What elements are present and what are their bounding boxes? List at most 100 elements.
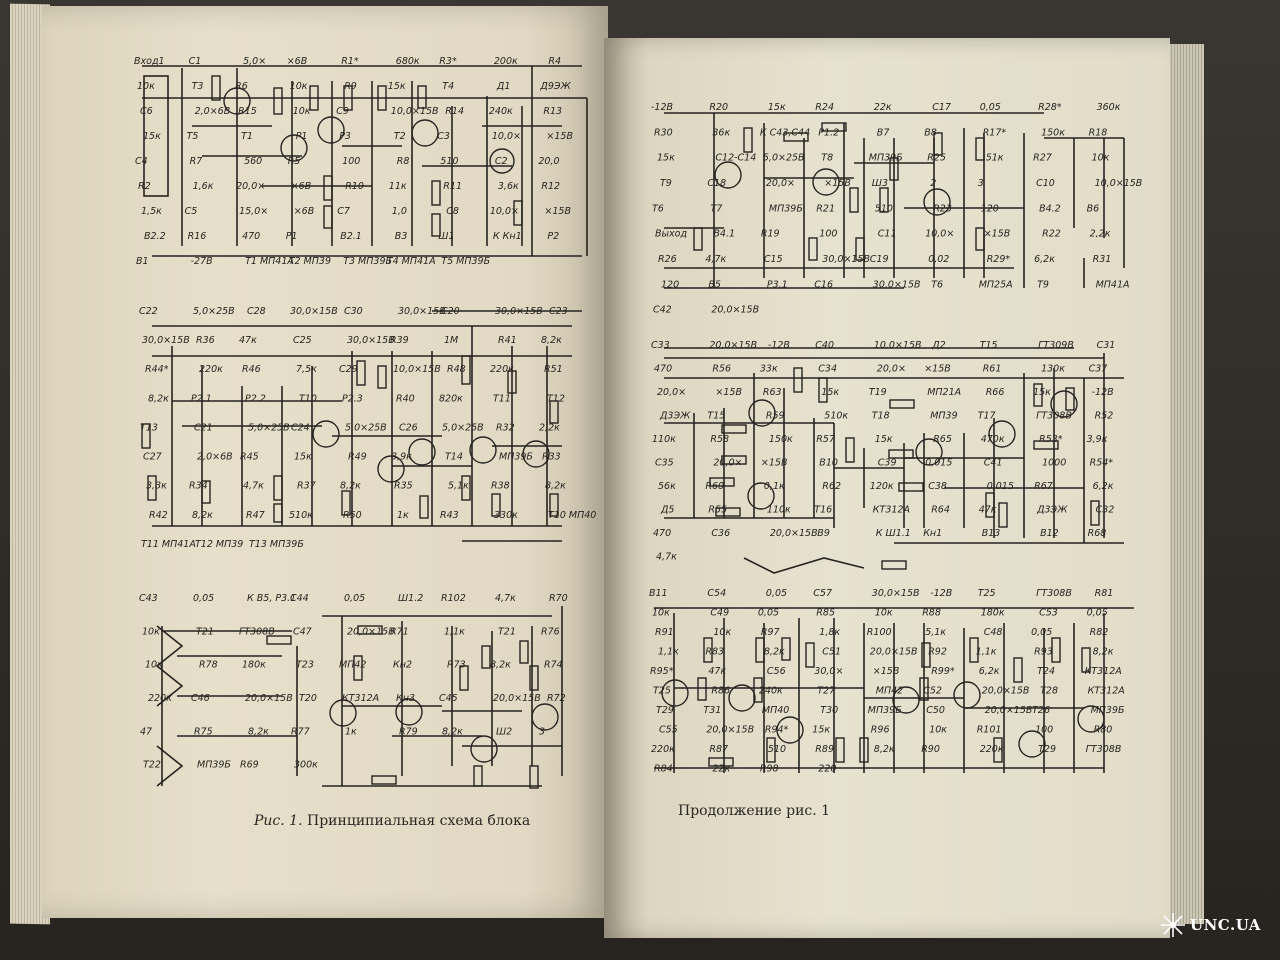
left-block2-label: 1к (397, 510, 409, 521)
right-block2-label: -12В (768, 340, 790, 351)
left-block3-label: R69 (240, 760, 259, 771)
left-block3-label: 20,0×15В (245, 693, 293, 704)
left-block3-label: 47 (140, 726, 152, 737)
left-block2-label: Т10 МП40 (548, 510, 596, 521)
left-block1-label: ×15В (544, 206, 571, 217)
left-block3-label: Т20 (299, 693, 317, 704)
left-block3-label: R72 (547, 693, 566, 704)
left-block1-label: 10,0× (490, 206, 519, 217)
left-block2-label: С26 (399, 422, 418, 433)
left-block2-label: R44* (145, 364, 169, 375)
left-block2-label: R45 (240, 452, 259, 463)
right-block3-label: Т27 (817, 686, 835, 697)
right-block1-label: С10 (1036, 178, 1055, 189)
right-block3-label: 20,0×15В (985, 705, 1033, 716)
left-block2-label: 5,0×25В (248, 422, 290, 433)
left-block1-label: 10к (293, 106, 311, 117)
right-block1-label: Т9 (1037, 279, 1049, 290)
right-block3-label: 180к (981, 608, 1005, 619)
left-block1-label: 10к (290, 81, 308, 92)
right-block3-label: R96 (871, 725, 890, 736)
left-block1-label: R13 (543, 106, 562, 117)
left-block2-label: 30,0×15В (495, 306, 543, 317)
right-block1-label: Т8 (821, 153, 833, 164)
left-block1-label: С3 (437, 131, 450, 142)
right-block3-label: С57 (813, 588, 832, 599)
right-block3-label: 8,2к (874, 744, 895, 755)
left-block3-label: Т21 (196, 626, 214, 637)
left-block3-label: 10к (145, 660, 163, 671)
right-block2-label: С32 (1096, 505, 1115, 516)
left-block1-label: R14 (445, 106, 464, 117)
right-block3-label: 10к (875, 608, 893, 619)
right-block2-label: Т18 (872, 411, 890, 422)
right-block3-label: R101 (977, 725, 1002, 736)
right-block3-label: С53 (1039, 608, 1058, 619)
right-block1-label: 5,0×25В (763, 153, 805, 164)
right-block1-label: 0,05 (980, 102, 1001, 113)
left-block2-label: С21 (194, 422, 213, 433)
left-block1-label: R11 (443, 181, 462, 192)
right-block2-label: 130к (1041, 364, 1065, 375)
left-block2-label: 8,2к (148, 393, 169, 404)
right-block1-label: 22к (874, 102, 892, 113)
right-block1-label: R30 (654, 127, 673, 138)
right-block3-label: Т25 (978, 588, 996, 599)
left-block2-label: R49 (348, 452, 367, 463)
watermark-text: UNC.UA (1190, 916, 1261, 934)
right-block3-label: С54 (707, 588, 726, 599)
right-block1-label: 10,0× (925, 229, 954, 240)
left-block1-label: Т3 (192, 81, 204, 92)
left-block1-label: R16 (188, 231, 207, 242)
left-block3-label: R79 (399, 726, 418, 737)
right-block2-label: ГТ309В (1038, 340, 1074, 351)
right-block2-label: МП39 (930, 411, 957, 422)
left-block3-label: С45 (439, 693, 458, 704)
left-block2-label: 8,2к (192, 510, 213, 521)
left-block2-label: 510к (289, 510, 313, 521)
right-block1-label: R17* (983, 127, 1007, 138)
left-block1-label: R4 (548, 56, 561, 67)
left-block2-label: 2,2к (539, 422, 560, 433)
right-block3-label: 20,0×15В (982, 686, 1030, 697)
right-block3-label: R85 (816, 608, 835, 619)
left-block1-label: Р1 (286, 231, 298, 242)
right-block2-label: Т16 (814, 505, 832, 516)
right-block3-label: С49 (710, 608, 729, 619)
right-block3-label: 510 (768, 744, 786, 755)
left-block1-label: 200к (494, 56, 518, 67)
left-block1-label: В1 (136, 256, 149, 267)
left-block3-label: КТ312А (342, 693, 379, 704)
right-block3-label: R97 (761, 627, 780, 638)
right-block3-label: -12В (930, 588, 952, 599)
right-block2-label: Т19 (869, 387, 887, 398)
left-block1-label: Т2 (394, 131, 406, 142)
left-block2-label: R51 (544, 364, 563, 375)
right-block3-label: R91 (655, 627, 674, 638)
left-block2-label: 5,1к (448, 481, 469, 492)
left-block2-label: 820к (439, 393, 463, 404)
right-block2-label: 6,2к (1093, 481, 1114, 492)
right-block3-label: R90 (921, 744, 940, 755)
right-block1-label: Ш3 (872, 178, 888, 189)
right-block2-label: 15к (875, 434, 893, 445)
right-block1-label: R21 (816, 203, 835, 214)
right-block3-label: С55 (659, 725, 678, 736)
right-block2-label: 10,0×15В (874, 340, 922, 351)
right-block1-label: 100 (819, 229, 837, 240)
right-block1-label: С11 (878, 229, 897, 240)
right-block3-label: 220к (980, 744, 1004, 755)
right-block1-label: С16 (814, 279, 833, 290)
left-block2-label: 3,9к (391, 452, 412, 463)
left-block2-label: 10,0×15В (393, 364, 441, 375)
right-block1-label: ×15В (984, 229, 1011, 240)
right-block3-label: Т26 (1032, 705, 1050, 716)
right-block1-label: R24 (815, 102, 834, 113)
left-block2-label: 5,0×25В (345, 422, 387, 433)
left-block1-label: С8 (446, 206, 459, 217)
right-block3-label: 100 (1035, 725, 1053, 736)
left-block2-label: С30 (344, 306, 363, 317)
